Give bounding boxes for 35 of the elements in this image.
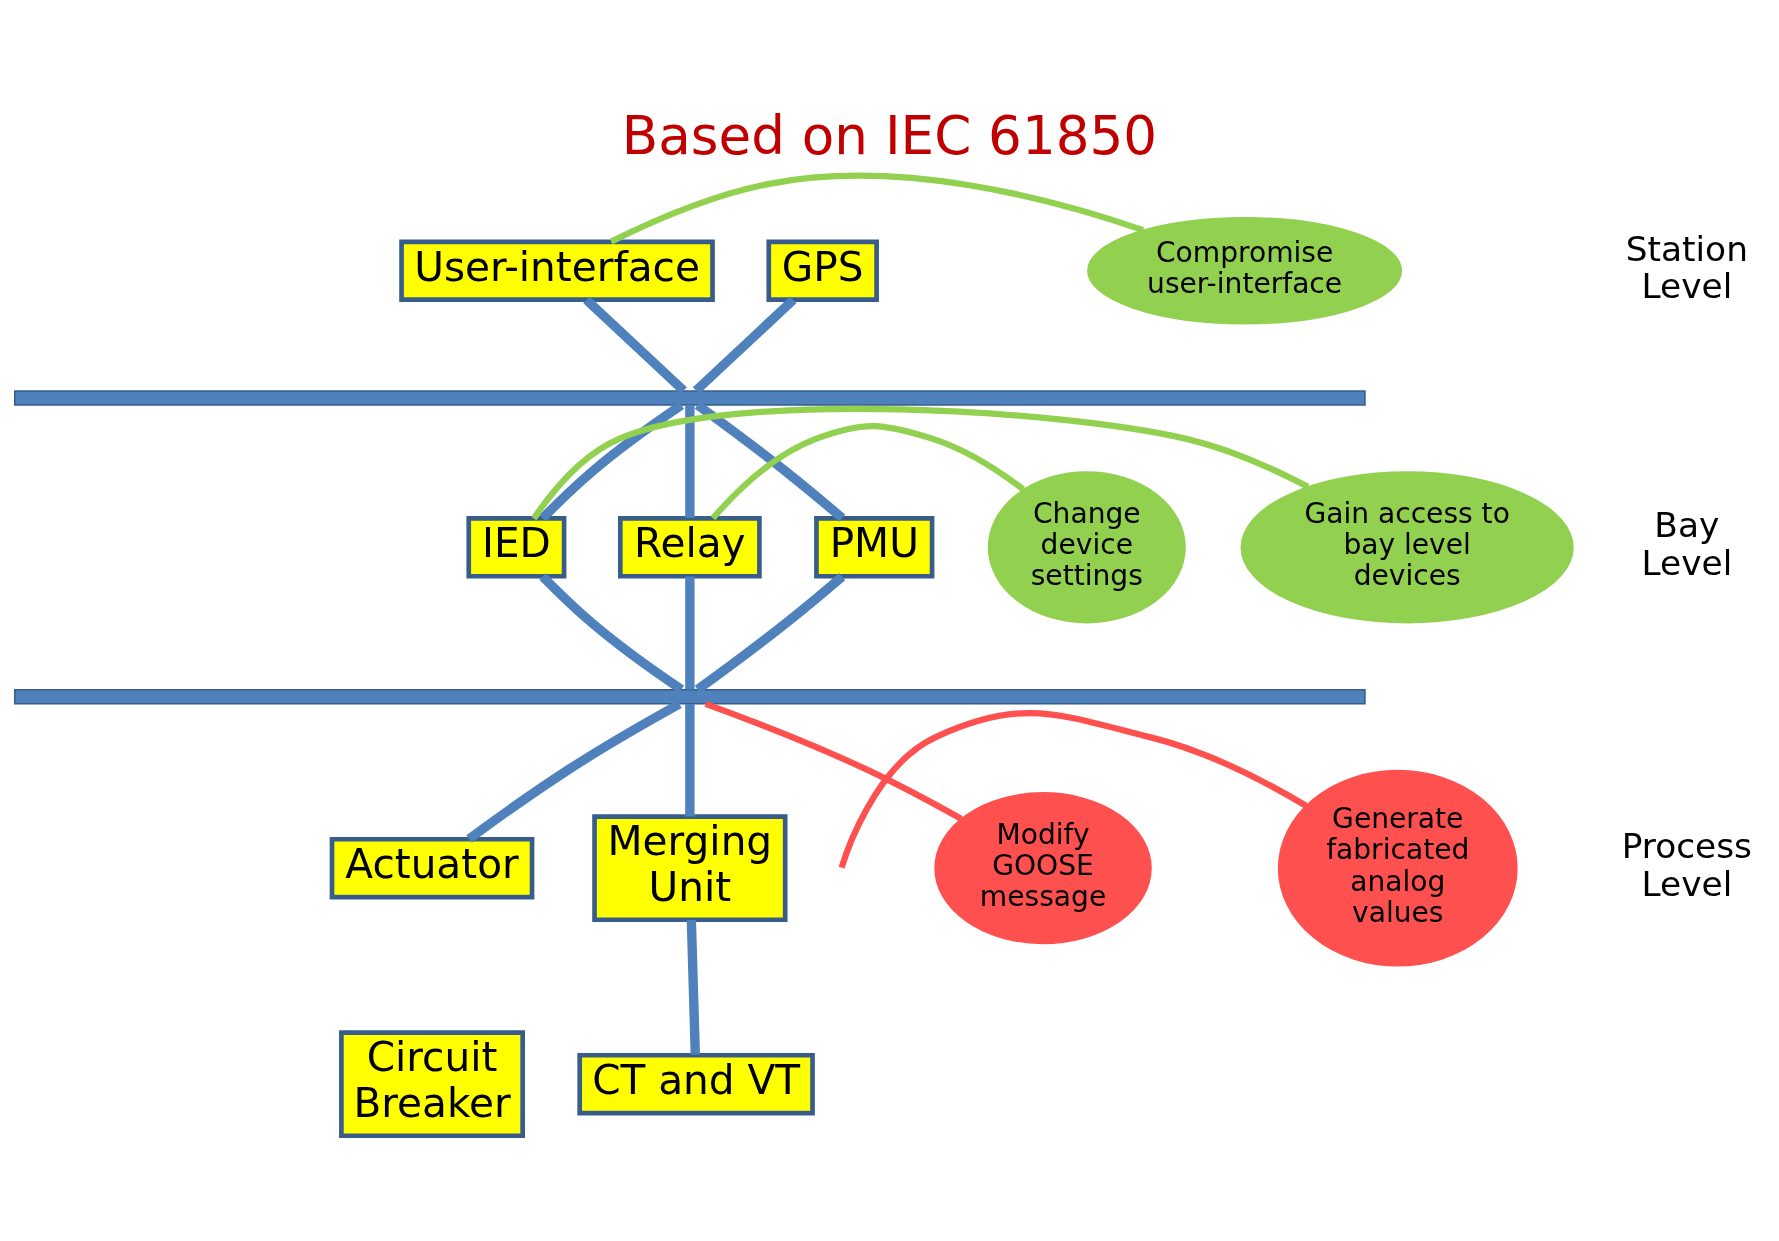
connector [539, 573, 685, 694]
node-box: PMU [814, 516, 935, 579]
node-ellipse: Gain access to bay level devices [1240, 471, 1574, 624]
connector [704, 700, 963, 822]
connector [692, 296, 797, 395]
node-box: IED [466, 516, 567, 579]
connector [694, 573, 846, 694]
node-ellipse: Compromise user-interface [1087, 217, 1403, 325]
node-box: Circuit Breaker [339, 1030, 525, 1139]
connector [531, 405, 1310, 521]
node-box: Actuator [329, 836, 535, 900]
diagram-title: Based on IEC 61850 [621, 105, 1158, 168]
connector [609, 172, 1145, 245]
connector [539, 401, 685, 522]
node-box: Relay [618, 516, 762, 579]
node-bar [14, 390, 1366, 406]
connector [710, 423, 1025, 521]
connector [838, 709, 1308, 869]
connector [685, 703, 695, 817]
node-box: GPS [766, 239, 879, 302]
label: Bay Level [1641, 505, 1733, 583]
connector [685, 405, 695, 518]
connector [583, 296, 687, 395]
connector [686, 920, 700, 1055]
node-ellipse: Change device settings [987, 471, 1186, 624]
node-bar [14, 688, 1366, 705]
label: Process Level [1621, 826, 1753, 904]
connector [685, 576, 695, 690]
node-box: User-interface [399, 239, 715, 302]
connector [694, 401, 846, 522]
label: Station Level [1625, 228, 1748, 307]
node-ellipse: Modify GOOSE message [934, 792, 1152, 945]
node-box: Merging Unit [592, 814, 788, 923]
node-ellipse: Generate fabricated analog values [1277, 769, 1518, 967]
node-box: CT and VT [577, 1052, 815, 1116]
